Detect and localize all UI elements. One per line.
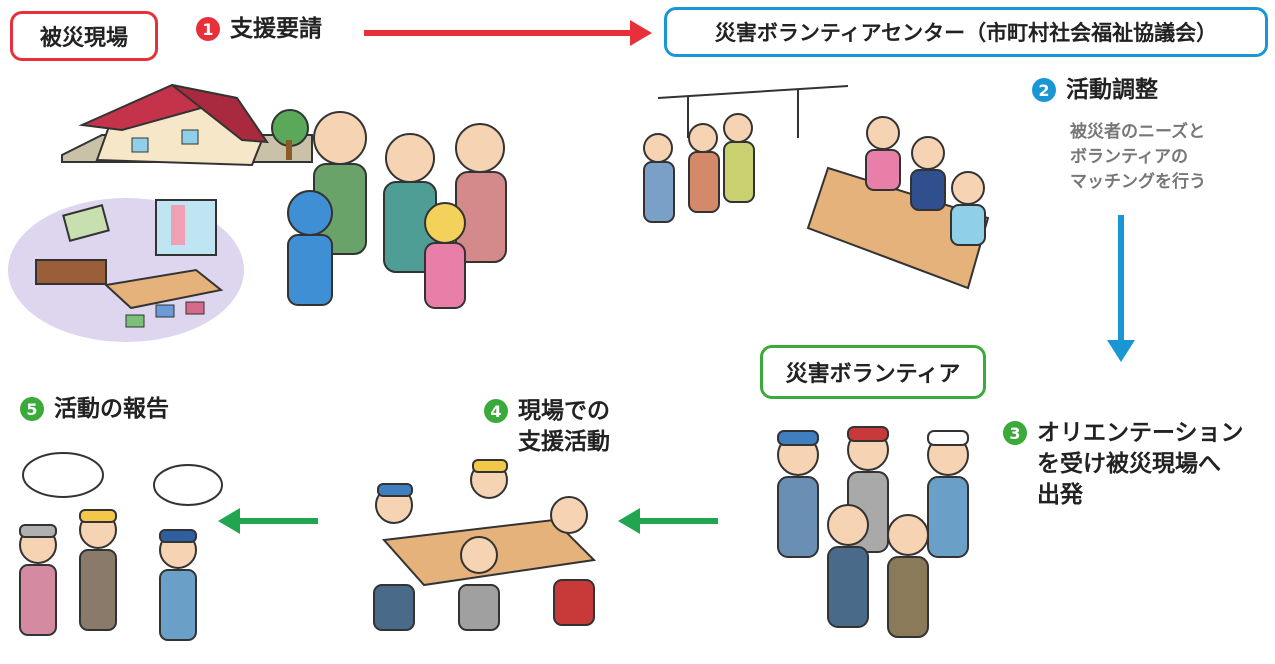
family-illustration <box>287 111 507 309</box>
step-2-note-line-2: ボランティアの <box>1070 147 1188 167</box>
volunteer-center-illustration <box>643 85 990 290</box>
step-4-number: 4 <box>484 399 508 423</box>
step-3-line-1: オリエンテーション <box>1037 420 1244 446</box>
step-5-number: 5 <box>20 397 44 421</box>
reporting-volunteers-illustration <box>19 452 223 641</box>
step-4: 4 現場での 支援活動 <box>484 396 610 458</box>
step-2-note-line-1: 被災者のニーズと <box>1070 122 1206 142</box>
step-2-number: 2 <box>1032 78 1056 102</box>
step-1-number: 1 <box>196 17 220 41</box>
step-3-number: 3 <box>1003 421 1027 445</box>
site-box: 被災現場 <box>10 11 158 61</box>
step-2-label: 活動調整 <box>1066 77 1158 103</box>
step-1-label: 支援要請 <box>230 16 322 42</box>
step-2-note: 被災者のニーズと ボランティアの マッチングを行う <box>1070 120 1206 195</box>
center-box-label: 災害ボランティアセンター（市町村社会福祉協議会） <box>714 21 1218 45</box>
on-site-support-illustration <box>373 459 597 631</box>
site-box-label: 被災現場 <box>39 26 128 51</box>
volunteer-box-label: 災害ボランティア <box>785 362 961 387</box>
step-3: 3 オリエンテーション を受け被災現場へ 出発 <box>1003 418 1244 511</box>
departing-volunteers-illustration <box>777 426 969 638</box>
damaged-house-illustration <box>61 83 313 167</box>
center-box: 災害ボランティアセンター（市町村社会福祉協議会） <box>664 7 1268 57</box>
messy-room-illustration <box>8 198 244 342</box>
step-3-line-3: 出発 <box>1037 482 1083 508</box>
step-4-line-2: 支援活動 <box>518 429 610 455</box>
step-2: 2 活動調整 <box>1032 75 1158 106</box>
step-2-note-line-3: マッチングを行う <box>1070 172 1206 192</box>
step-5: 5 活動の報告 <box>20 394 169 425</box>
step-5-label: 活動の報告 <box>54 396 169 422</box>
step-1: 1 支援要請 <box>196 14 322 45</box>
volunteer-box: 災害ボランティア <box>760 345 986 399</box>
step-4-line-1: 現場での <box>518 398 610 424</box>
step-3-line-2: を受け被災現場へ <box>1037 451 1221 477</box>
